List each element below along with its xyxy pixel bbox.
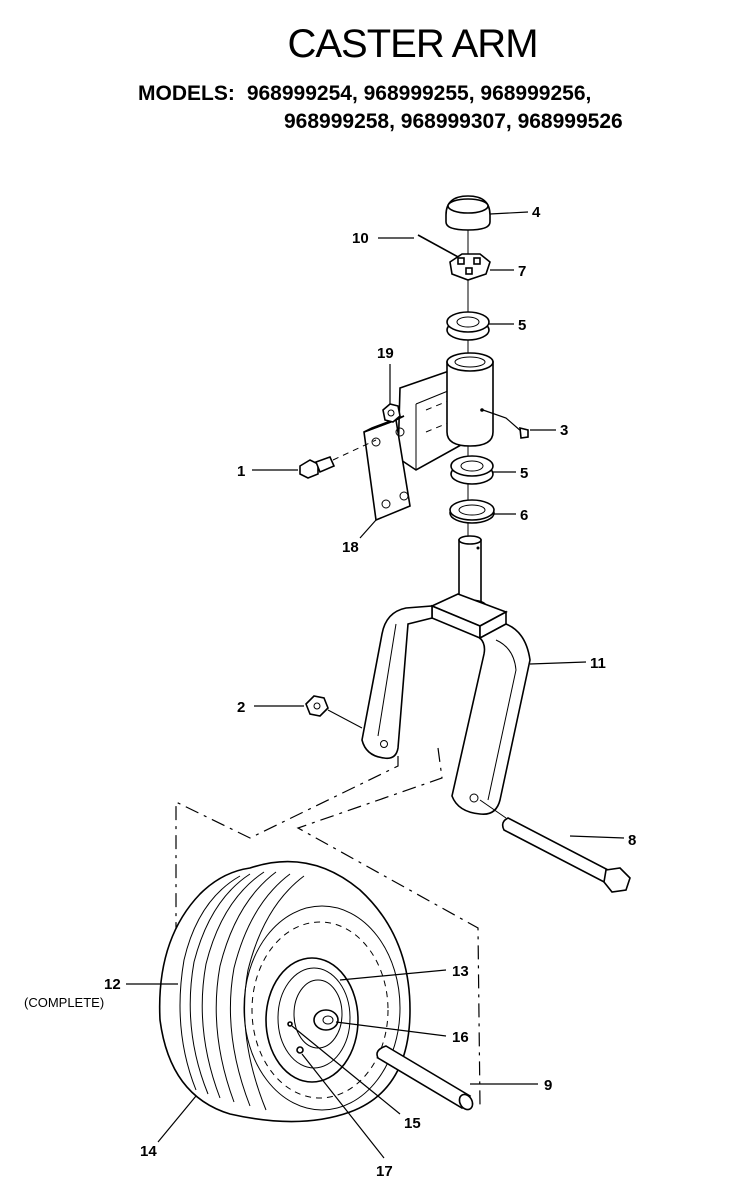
dust-cap-part bbox=[445, 195, 491, 231]
cotter-pin-part bbox=[417, 234, 461, 259]
callout-19: 19 bbox=[377, 345, 394, 362]
callout-14: 14 bbox=[140, 1143, 157, 1160]
page-title: CASTER ARM bbox=[287, 22, 538, 66]
callout-6: 6 bbox=[520, 507, 528, 524]
callout-16: 16 bbox=[452, 1029, 469, 1046]
callout-5-lower: 5 bbox=[520, 465, 528, 482]
leader-14 bbox=[157, 1095, 197, 1143]
bolt-1-part bbox=[299, 455, 336, 479]
leader-13 bbox=[339, 969, 447, 981]
callout-15: 15 bbox=[404, 1115, 421, 1132]
spacer-tube-part bbox=[376, 1045, 474, 1111]
grease-fitting-part bbox=[482, 409, 529, 439]
axle-bolt-axis-line bbox=[479, 799, 507, 819]
callout-13: 13 bbox=[452, 963, 469, 980]
caster-mount-bracket-part bbox=[363, 352, 494, 522]
models-list-1: 968999254, 968999255, 968999256, bbox=[246, 82, 592, 105]
models-line-2: 968999258, 968999307, 968999526 bbox=[284, 110, 623, 133]
upper-bearing-part bbox=[446, 311, 490, 341]
leader-16 bbox=[335, 1021, 447, 1037]
leader-4 bbox=[489, 211, 529, 215]
callout-11: 11 bbox=[590, 655, 606, 672]
castle-nut-part bbox=[449, 253, 491, 281]
callout-8: 8 bbox=[628, 832, 636, 849]
seal-part bbox=[449, 499, 495, 524]
callout-3: 3 bbox=[560, 422, 568, 439]
callout-2: 2 bbox=[237, 699, 245, 716]
callout-7: 7 bbox=[518, 263, 526, 280]
callout-4: 4 bbox=[532, 204, 541, 221]
models-label: MODELS: bbox=[138, 82, 235, 105]
axle-bolt-part bbox=[501, 817, 631, 893]
leader-11 bbox=[529, 661, 587, 665]
callout-12-note: (COMPLETE) bbox=[24, 995, 104, 1010]
callout-18: 18 bbox=[342, 539, 359, 556]
wheel-tire-assembly-part bbox=[158, 860, 411, 1123]
leader-8 bbox=[569, 835, 625, 839]
caster-fork-part bbox=[361, 535, 531, 816]
nut-2-part bbox=[305, 695, 329, 717]
models-line-1: MODELS: 968999254, 968999255, 968999256, bbox=[138, 82, 591, 106]
callout-1: 1 bbox=[237, 463, 245, 480]
callout-10: 10 bbox=[352, 230, 369, 247]
callout-12: 12 bbox=[104, 976, 121, 993]
callout-5-upper: 5 bbox=[518, 317, 526, 334]
group-boundary-right bbox=[296, 747, 481, 1107]
leader-18 bbox=[359, 519, 377, 539]
bolt-alignment-line bbox=[332, 439, 377, 461]
nut-2-axis-line bbox=[327, 709, 363, 729]
lower-bearing-part bbox=[450, 455, 494, 485]
leader-15 bbox=[291, 1025, 401, 1115]
callout-9: 9 bbox=[544, 1077, 552, 1094]
group-boundary-left bbox=[175, 756, 399, 936]
callout-17: 17 bbox=[376, 1163, 393, 1180]
leader-17 bbox=[301, 1053, 385, 1159]
